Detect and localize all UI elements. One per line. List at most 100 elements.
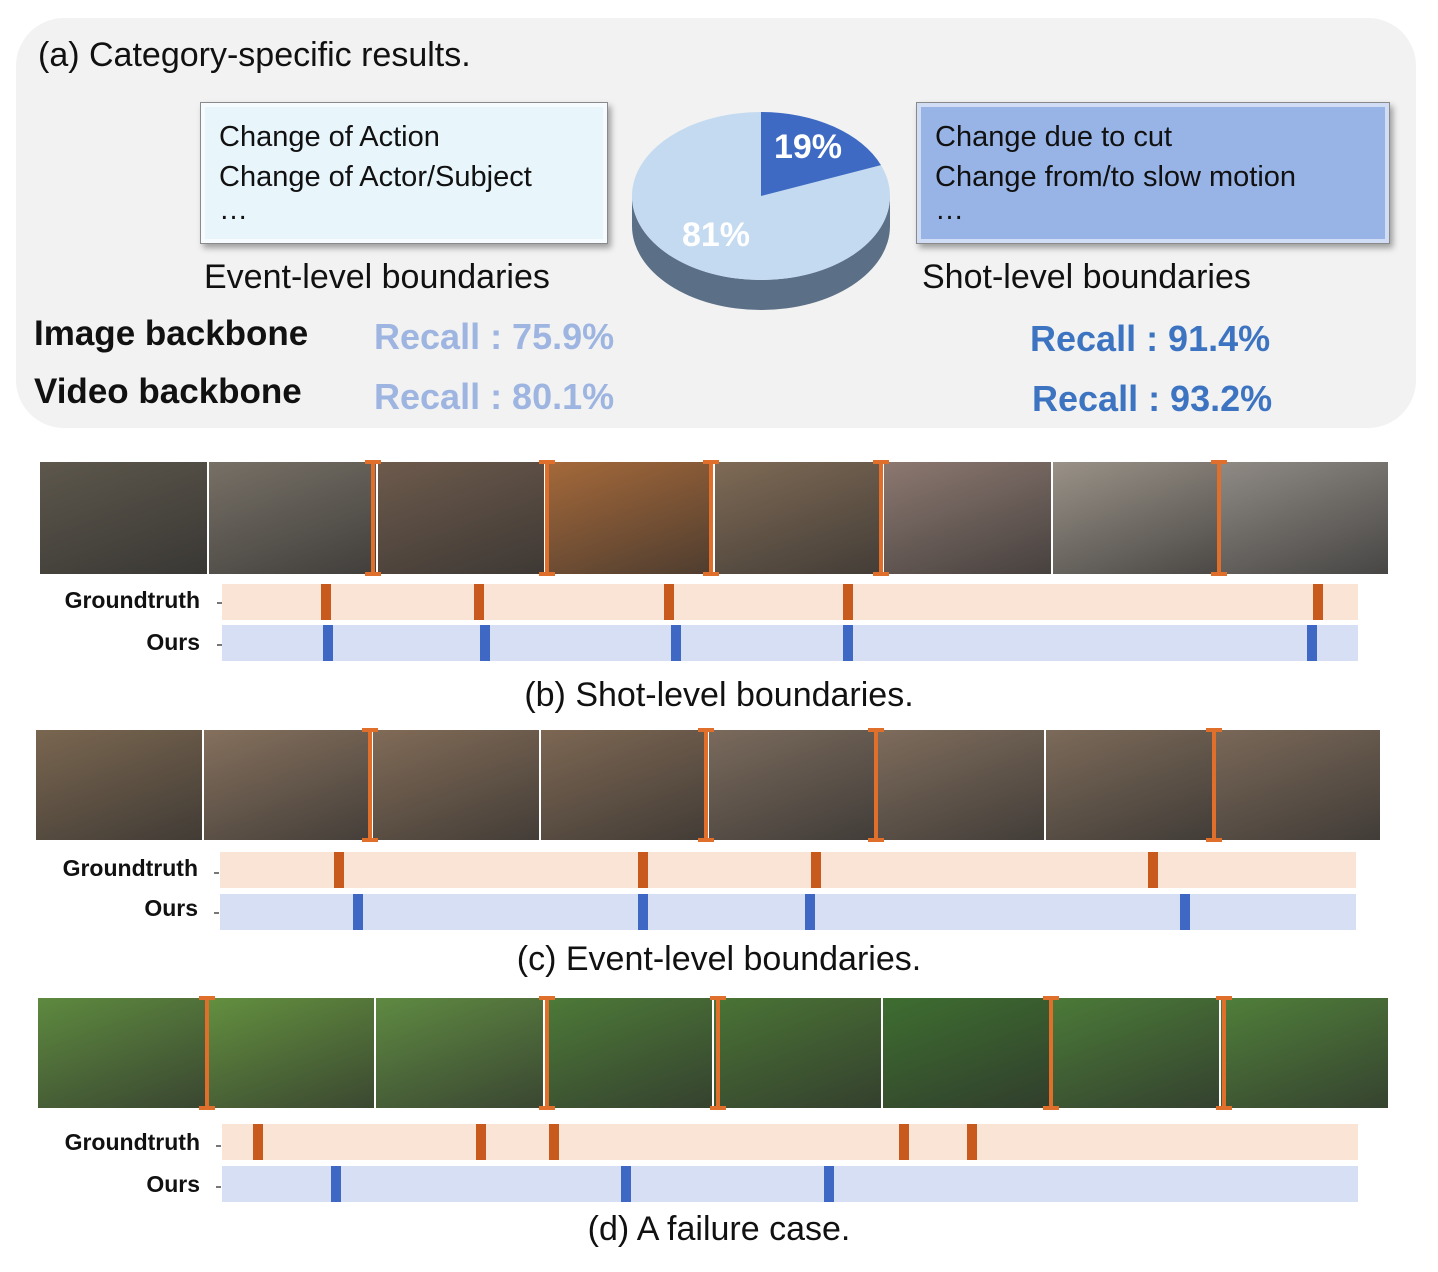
- groundtruth-boundary-tick: [252, 1124, 263, 1160]
- groundtruth-boundary-tick: [1148, 852, 1159, 888]
- ours-boundary-tick: [331, 1166, 342, 1202]
- shot-category-item: …: [935, 194, 964, 226]
- ours-label: Ours: [146, 629, 200, 655]
- ours-label: Ours: [146, 1171, 200, 1197]
- shot-categories-box: Change due to cut Change from/to slow mo…: [916, 102, 1390, 244]
- video-frame: [1213, 730, 1380, 840]
- video-frame: [207, 998, 376, 1108]
- ours-boundary-tick: [638, 894, 649, 930]
- video-frame: [38, 998, 207, 1108]
- video-frame: [208, 462, 378, 574]
- pie-slice-19: [761, 112, 881, 196]
- video-frame: [40, 462, 209, 574]
- panel-d-caption: (d) A failure case.: [587, 1210, 851, 1248]
- video-frame: [1221, 462, 1388, 574]
- axis-dash: [216, 1145, 221, 1147]
- cut-marker: [868, 728, 884, 842]
- ours-track: [222, 625, 1358, 661]
- cut-marker: [698, 728, 714, 842]
- groundtruth-boundary-tick: [967, 1124, 978, 1160]
- ours-boundary-tick: [479, 625, 490, 661]
- video-frame: [376, 998, 545, 1108]
- groundtruth-boundary-tick: [474, 584, 485, 620]
- video-frame: [1221, 998, 1388, 1108]
- video-frame: [1045, 730, 1214, 840]
- video-frame: [709, 730, 878, 840]
- video-frame: [546, 462, 715, 574]
- cut-marker: [703, 460, 719, 576]
- video-frame: [204, 730, 373, 840]
- video-frame: [1052, 462, 1222, 574]
- cut-marker: [1206, 728, 1222, 842]
- video-frame: [377, 462, 547, 574]
- shot-category-item: Change due to cut: [935, 121, 1173, 153]
- cut-marker: [362, 728, 378, 842]
- cut-marker: [199, 996, 215, 1110]
- ours-boundary-tick: [670, 625, 681, 661]
- groundtruth-boundary-tick: [1312, 584, 1323, 620]
- event-level-label: Event-level boundaries: [204, 258, 550, 296]
- event-category-item: Change of Actor/Subject: [219, 161, 532, 193]
- ours-boundary-tick: [1179, 894, 1190, 930]
- groundtruth-boundary-tick: [810, 852, 821, 888]
- groundtruth-boundary-tick: [476, 1124, 487, 1160]
- ours-boundary-tick: [352, 894, 363, 930]
- video-frame: [540, 730, 709, 840]
- shot-category-item: Change from/to slow motion: [935, 161, 1297, 193]
- video-frame: [36, 730, 205, 840]
- recall-video-shot: Recall : 93.2%: [1032, 378, 1273, 419]
- event-categories-box: Change of Action Change of Actor/Subject…: [200, 102, 608, 244]
- video-frame: [715, 462, 884, 574]
- ours-boundary-tick: [323, 625, 334, 661]
- axis-dash: [214, 912, 219, 914]
- cut-marker: [873, 460, 889, 576]
- video-frame: [545, 998, 714, 1108]
- recall-image-shot: Recall : 91.4%: [1030, 318, 1271, 359]
- groundtruth-label: Groundtruth: [64, 587, 200, 613]
- groundtruth-boundary-tick: [549, 1124, 560, 1160]
- video-backbone-label: Video backbone: [34, 372, 302, 411]
- event-category-item: …: [219, 194, 248, 226]
- groundtruth-boundary-tick: [333, 852, 344, 888]
- panel-c-caption: (c) Event-level boundaries.: [516, 940, 922, 978]
- boundary-share-pie-chart: 19% 81%: [632, 112, 890, 310]
- ours-boundary-tick: [843, 625, 854, 661]
- axis-dash: [216, 1186, 221, 1188]
- shot-frames-strip: [40, 462, 1388, 574]
- ours-label: Ours: [144, 895, 198, 921]
- groundtruth-track: [222, 584, 1358, 620]
- cut-marker: [710, 996, 726, 1110]
- ours-boundary-tick: [824, 1166, 835, 1202]
- ours-track: [222, 1166, 1358, 1202]
- groundtruth-boundary-tick: [843, 584, 854, 620]
- cut-marker: [539, 460, 555, 576]
- video-frame: [883, 998, 1052, 1108]
- failure-frames-strip: [38, 998, 1388, 1108]
- cut-marker: [539, 996, 555, 1110]
- video-frame: [714, 998, 883, 1108]
- pie-label-81: 81%: [682, 216, 750, 254]
- video-frame: [1052, 998, 1221, 1108]
- groundtruth-track: [220, 852, 1356, 888]
- recall-video-event: Recall : 80.1%: [374, 376, 615, 417]
- cut-marker: [1211, 460, 1227, 576]
- event-frames-strip: [36, 730, 1380, 840]
- cut-marker: [365, 460, 381, 576]
- groundtruth-boundary-tick: [320, 584, 331, 620]
- pie-depth: [632, 196, 890, 310]
- video-frame: [877, 730, 1046, 840]
- image-backbone-label: Image backbone: [34, 314, 309, 353]
- ours-boundary-tick: [1306, 625, 1317, 661]
- cut-marker: [1216, 996, 1232, 1110]
- axis-dash: [217, 602, 222, 604]
- axis-dash: [217, 644, 222, 646]
- panel-a-caption: (a) Category-specific results.: [38, 36, 471, 74]
- panel-b-caption: (b) Shot-level boundaries.: [524, 676, 914, 714]
- groundtruth-boundary-tick: [663, 584, 674, 620]
- video-frame: [883, 462, 1053, 574]
- event-category-item: Change of Action: [219, 121, 440, 153]
- groundtruth-label: Groundtruth: [62, 855, 198, 881]
- shot-level-label: Shot-level boundaries: [922, 258, 1251, 296]
- groundtruth-boundary-tick: [638, 852, 649, 888]
- ours-track: [220, 894, 1356, 930]
